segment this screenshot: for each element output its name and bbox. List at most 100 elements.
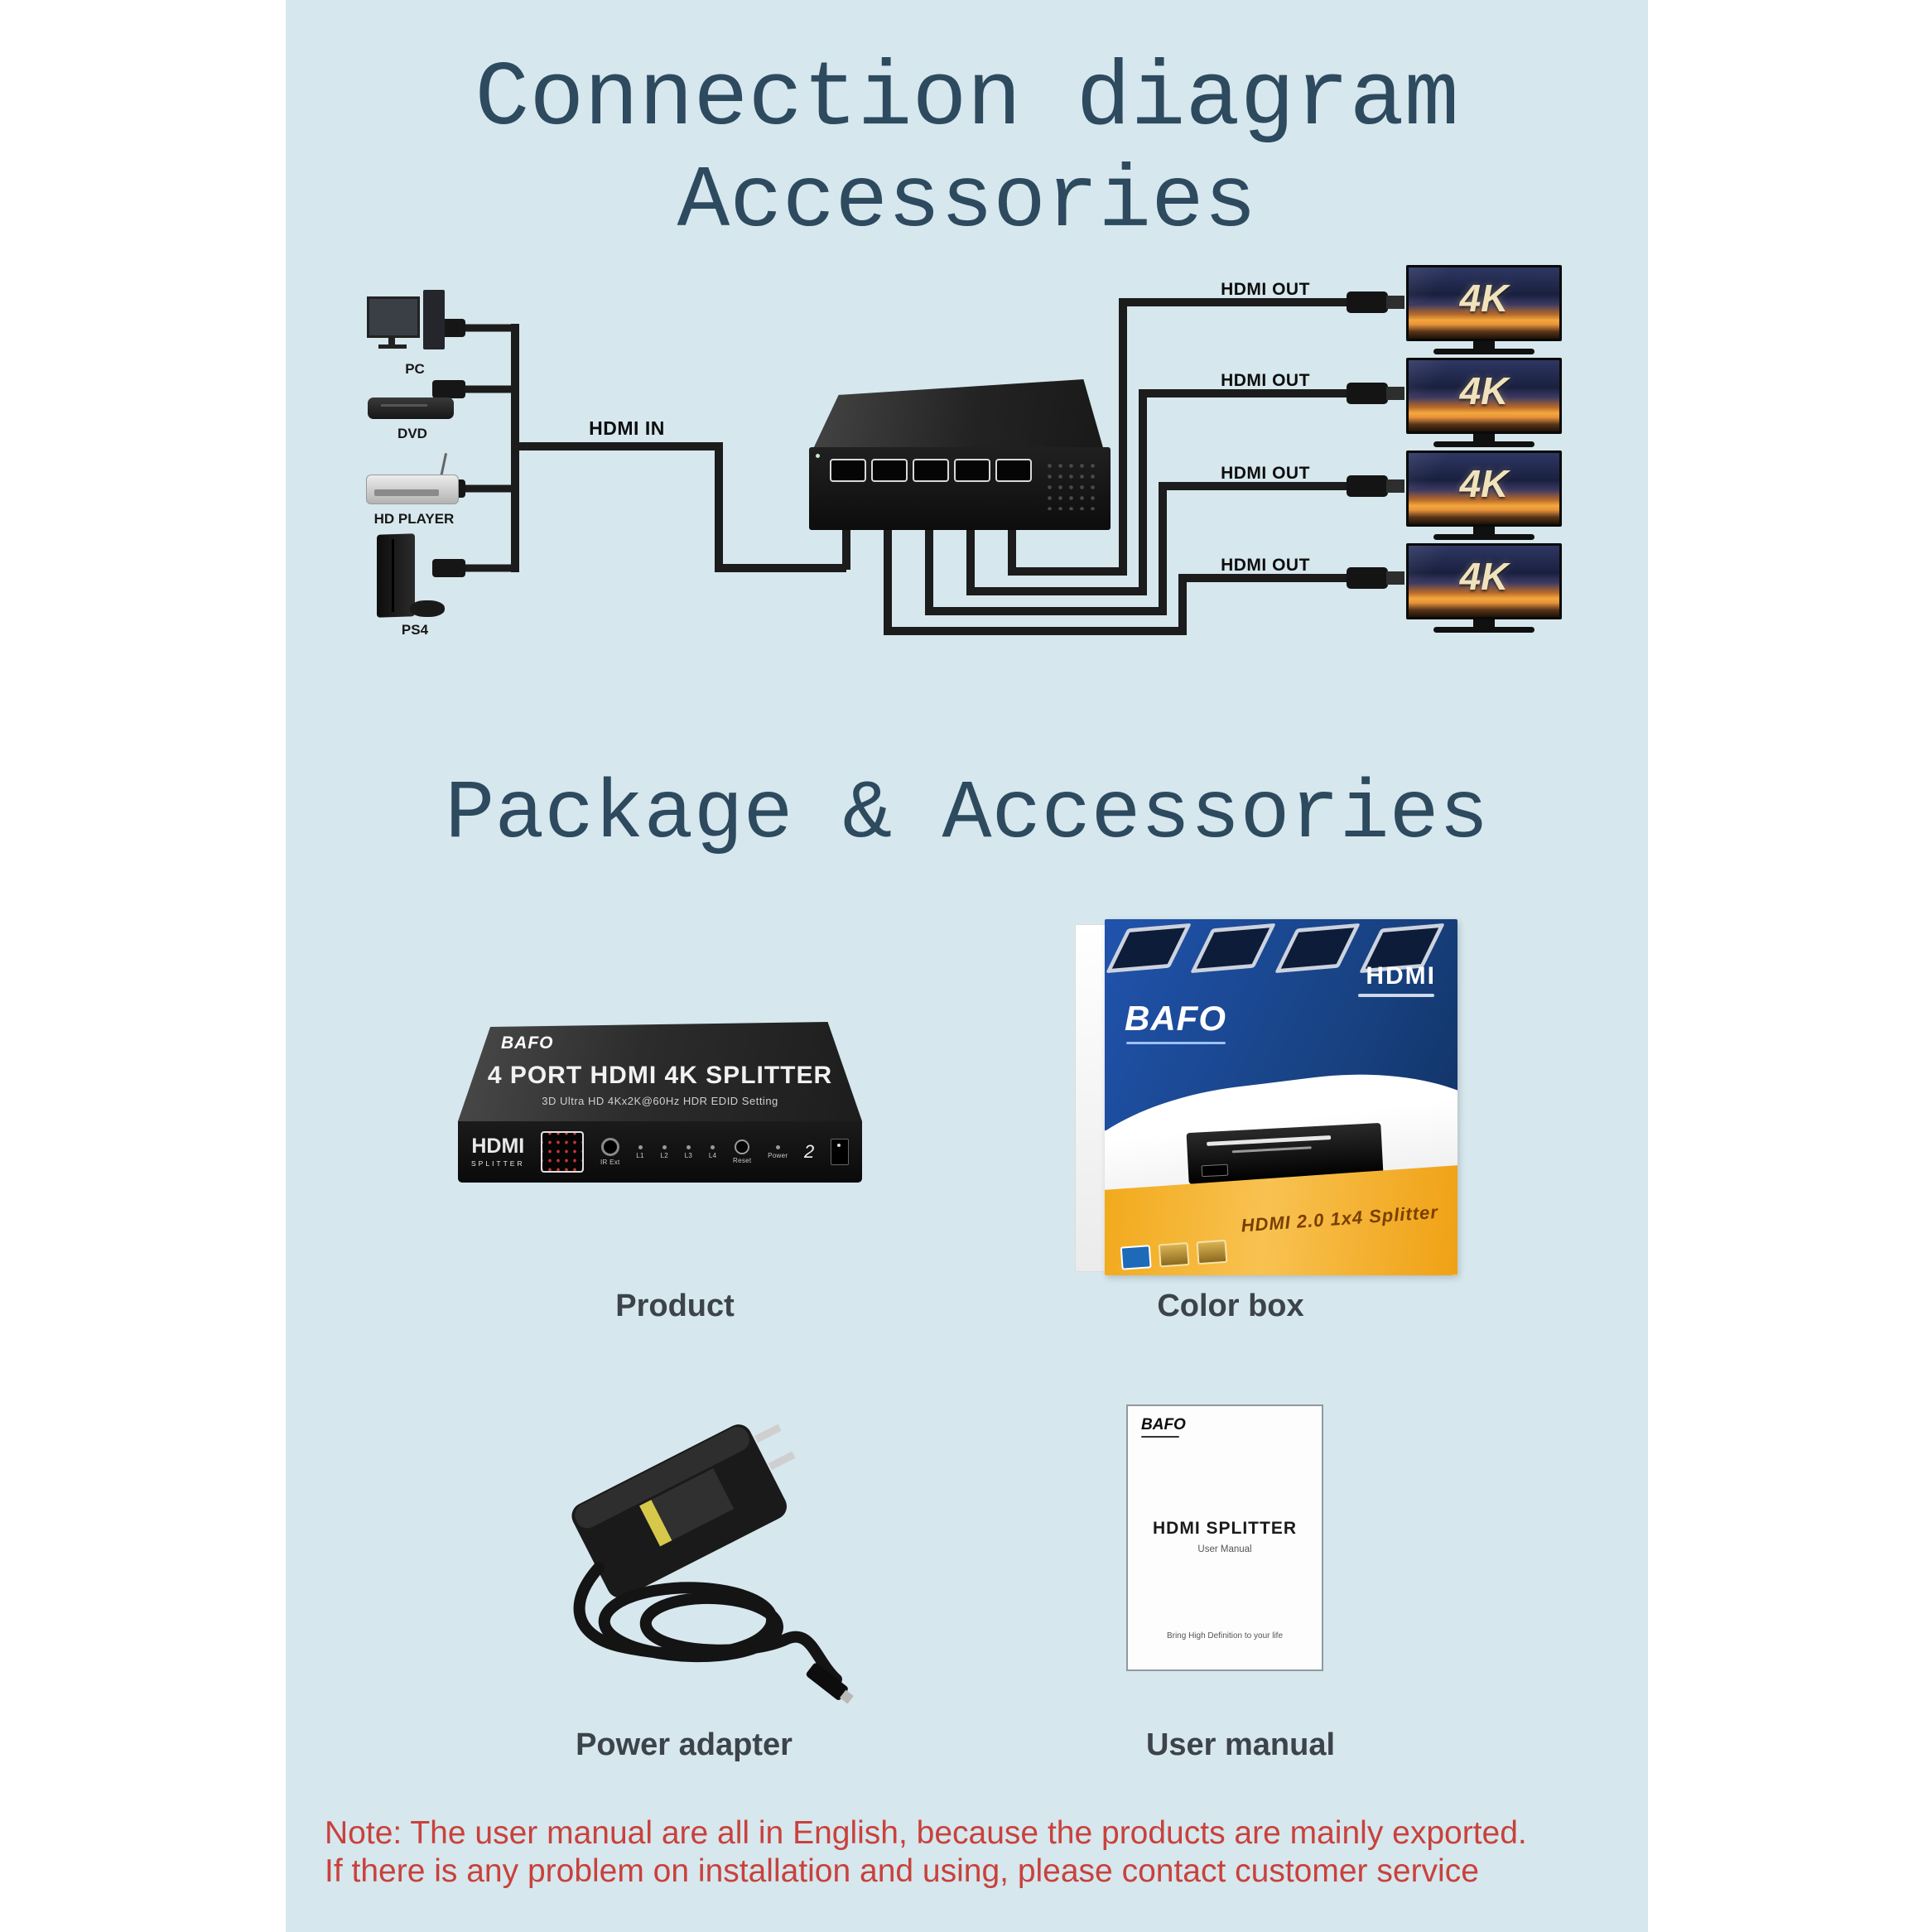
product-photo: BAFO 4 PORT HDMI 4K SPLITTER 3D Ultra HD… — [458, 1022, 862, 1183]
miniprod-port — [1201, 1164, 1229, 1178]
product-brand-logo: BAFO — [501, 1033, 554, 1053]
product-front-logo: HDMI SPLITTER — [471, 1136, 525, 1168]
power-adapter-photo — [571, 1424, 854, 1704]
tv4-base — [1433, 627, 1535, 633]
cert-4k-icon — [1120, 1245, 1152, 1270]
tv1-screen: 4K — [1406, 265, 1562, 341]
led-l2-icon — [662, 1144, 667, 1149]
tv2-stand — [1473, 434, 1495, 441]
dvd-slot — [381, 404, 427, 407]
tv1-base — [1433, 349, 1535, 354]
user-manual-photo: BAFO HDMI SPLITTER User Manual Bring Hig… — [1126, 1404, 1323, 1671]
colorbox-photo: BAFO HDMI HDMI 2.0 1x4 Splitter — [1075, 919, 1457, 1275]
caption-user-manual: User manual — [1145, 1727, 1336, 1762]
hdmi-in-label: HDMI IN — [589, 417, 665, 439]
pc-monitor-stand — [388, 338, 395, 344]
dvd-body-icon — [368, 397, 454, 419]
hdmi-out-label-3: HDMI OUT — [1221, 464, 1310, 483]
colorbox-spine — [1075, 924, 1106, 1272]
package-heading: Package & Accessories — [445, 768, 1489, 862]
miniprod-text-bar — [1207, 1135, 1332, 1146]
caption-product: Product — [615, 1289, 735, 1323]
splitter-top-face — [812, 379, 1104, 450]
colorbox-face: BAFO HDMI HDMI 2.0 1x4 Splitter — [1105, 919, 1457, 1275]
tv4-screen: 4K — [1406, 543, 1562, 619]
dc-mark: 2 — [804, 1141, 815, 1162]
colorbox-band-text: HDMI 2.0 1x4 Splitter — [1240, 1201, 1439, 1236]
tv1-stand — [1473, 341, 1495, 349]
led-l2-group: L2 — [660, 1144, 668, 1159]
tv2-base — [1433, 441, 1535, 447]
tv-icon-1: 4K — [1406, 265, 1562, 354]
colorbox-hdmi-underline — [1358, 994, 1434, 997]
tv3-4k-badge: 4K — [1459, 462, 1509, 505]
hd-player-panel — [374, 489, 439, 496]
manual-title: HDMI SPLITTER — [1153, 1519, 1297, 1538]
product-front-logo-line2: SPLITTER — [471, 1159, 525, 1168]
splitter-vents — [1044, 460, 1099, 510]
dvd-icon: DVD — [364, 393, 460, 441]
splitter-led — [816, 454, 820, 458]
colorbox-hdmi-logo: HDMI — [1366, 962, 1436, 990]
led-l2-label: L2 — [660, 1151, 668, 1159]
splitter-port-4-icon — [954, 459, 990, 482]
source-label-hdplayer: HD PLAYER — [373, 511, 455, 527]
reset-button-icon — [735, 1139, 750, 1154]
led-l3-group: L3 — [684, 1144, 693, 1159]
ps4-icon: PS4 — [367, 533, 463, 638]
led-l3-icon — [686, 1144, 691, 1149]
tv3-stand — [1473, 527, 1495, 534]
pc-monitor-icon — [367, 296, 420, 338]
led-l1-label: L1 — [636, 1151, 644, 1159]
caption-colorbox: Color box — [1157, 1289, 1304, 1323]
barrel-plug-tip — [840, 1689, 854, 1704]
ir-ext-jack-icon — [600, 1138, 619, 1156]
miniprod-subtext-bar — [1231, 1146, 1312, 1154]
colorbox-brand-logo: BAFO — [1125, 999, 1226, 1038]
product-top-face: BAFO 4 PORT HDMI 4K SPLITTER 3D Ultra HD… — [458, 1022, 862, 1121]
source-label-pc: PC — [405, 361, 425, 377]
hd-player-icon: HD PLAYER — [364, 451, 464, 528]
tv3-base — [1433, 534, 1535, 540]
product-front-face: HDMI SPLITTER IR Ext L1 L2 L3 L4 Reset P… — [458, 1121, 862, 1183]
ps4-seam — [392, 539, 394, 612]
pc-icon: PC — [367, 290, 463, 377]
hdmi-out-label-1: HDMI OUT — [1221, 280, 1310, 299]
led-l3-label: L3 — [684, 1151, 693, 1159]
hdmi-out-label-2: HDMI OUT — [1221, 371, 1310, 390]
tv1-4k-badge: 4K — [1459, 277, 1509, 320]
tv3-screen: 4K — [1406, 450, 1562, 527]
led-l4-icon — [711, 1144, 715, 1149]
adapter-sticker-strip — [639, 1500, 672, 1547]
edid-dip-switch-icon — [541, 1131, 585, 1173]
splitter-icon — [807, 373, 1114, 538]
splitter-port-2-icon — [871, 459, 908, 482]
pc-monitor-base — [378, 344, 407, 349]
cert-hdmi-icon — [1196, 1239, 1228, 1265]
pc-tower-icon — [423, 290, 445, 349]
ps4-console-icon — [377, 533, 415, 618]
power-switch-dot — [836, 1144, 841, 1147]
product-title: 4 PORT HDMI 4K SPLITTER — [487, 1062, 833, 1089]
tv2-screen: 4K — [1406, 358, 1562, 434]
tv4-stand — [1473, 619, 1495, 627]
product-subtitle: 3D Ultra HD 4Kx2K@60Hz HDR EDID Setting — [542, 1095, 778, 1107]
note-line2: If there is any problem on installation … — [325, 1853, 1479, 1889]
tv2-4k-badge: 4K — [1459, 369, 1509, 412]
manual-footer: Bring High Definition to your life — [1166, 1631, 1284, 1641]
ps4-controller-icon — [410, 600, 445, 617]
led-l1-icon — [638, 1144, 643, 1149]
adapter-prong-2 — [768, 1451, 796, 1471]
reset-label: Reset — [733, 1157, 752, 1164]
power-led-icon — [775, 1144, 780, 1149]
reset-group: Reset — [733, 1139, 751, 1164]
splitter-port-5-icon — [995, 459, 1032, 482]
manual-brand-underline — [1141, 1436, 1179, 1438]
splitter-port-1-icon — [830, 459, 866, 482]
adapter-cable-icon — [573, 1562, 842, 1685]
note-line1: Note: The user manual are all in English… — [325, 1815, 1527, 1851]
page-title-line2: Accessories — [677, 152, 1257, 252]
led-l4-label: L4 — [708, 1151, 717, 1159]
page-title-line1: Connection diagram — [475, 48, 1459, 152]
